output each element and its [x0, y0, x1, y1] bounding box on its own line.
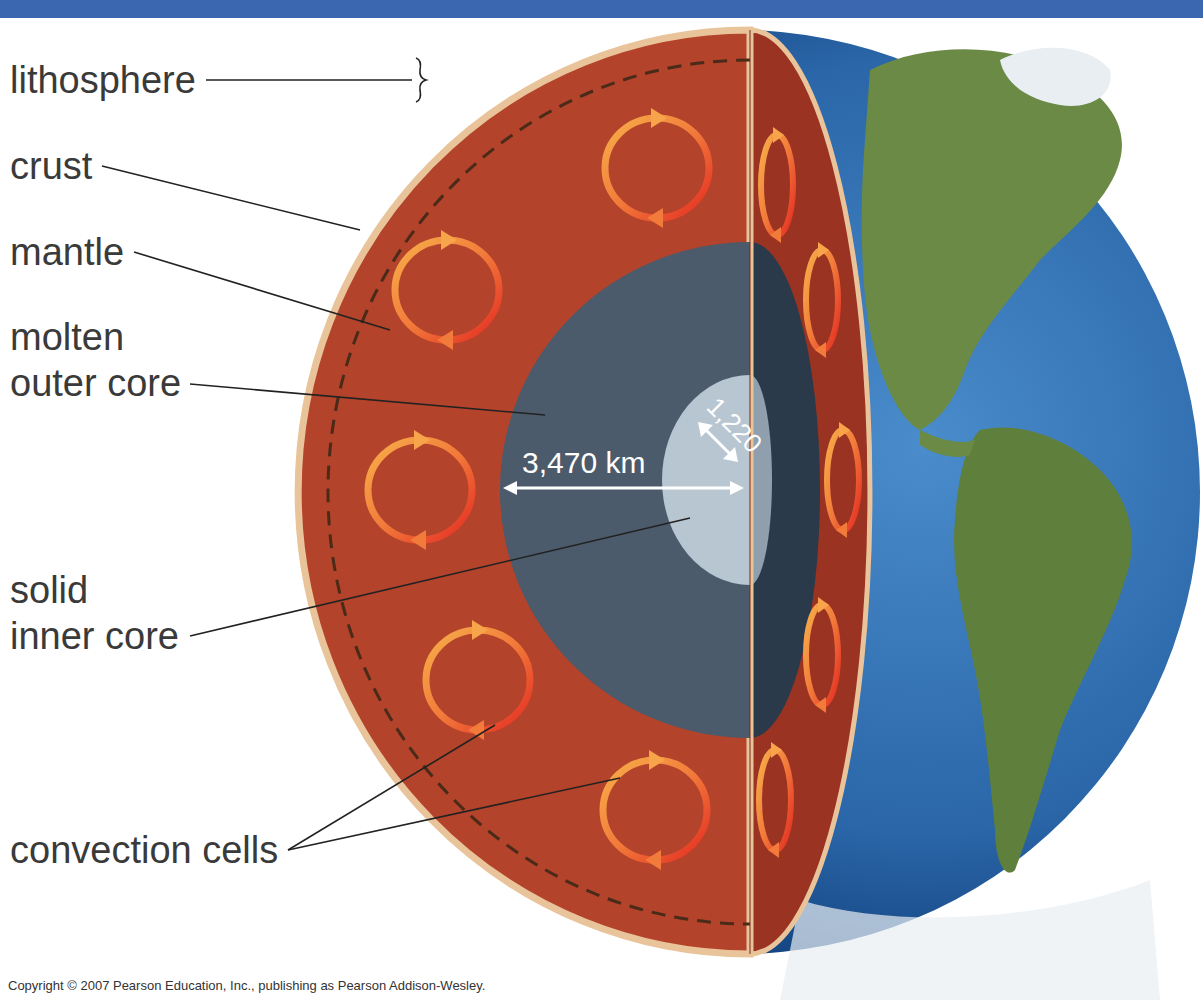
south-america	[954, 427, 1132, 872]
part-label: solid inner core	[10, 567, 181, 659]
globe-surface	[750, 30, 1200, 1000]
central-america	[920, 430, 975, 457]
cut-edge	[750, 30, 751, 954]
copyright-note: Copyright © 2007 Pearson Education, Inc.…	[8, 978, 485, 994]
part-label: crust	[10, 146, 92, 186]
convection-cell	[827, 422, 859, 538]
convection-cell	[761, 127, 793, 243]
leader-lines	[102, 58, 690, 850]
mantle-face	[298, 30, 750, 954]
north-america	[862, 49, 1122, 430]
part-label: mantle	[10, 232, 124, 272]
lithosphere-bracket	[416, 58, 426, 102]
convection-cell	[605, 108, 709, 228]
dimension-arrow	[503, 481, 744, 495]
outer-core-face	[500, 242, 750, 738]
convection-cell	[603, 750, 707, 870]
ocean	[750, 30, 1200, 954]
convection-cell	[426, 620, 530, 740]
convection-cell	[395, 230, 499, 350]
part-label: convection cells	[10, 830, 278, 870]
part-label: lithosphere	[10, 60, 196, 100]
dimension-label: 3,470 km	[522, 446, 645, 480]
lithosphere-boundary	[328, 60, 750, 924]
convection-cell	[806, 597, 838, 713]
mantle-side-face	[750, 30, 870, 954]
convection-cell	[759, 742, 791, 858]
greenland	[1000, 48, 1111, 106]
part-label: molten outer core	[10, 314, 200, 406]
convection-cell	[368, 430, 472, 550]
convection-cell	[806, 242, 838, 358]
antarctic-ice	[780, 880, 1160, 1000]
